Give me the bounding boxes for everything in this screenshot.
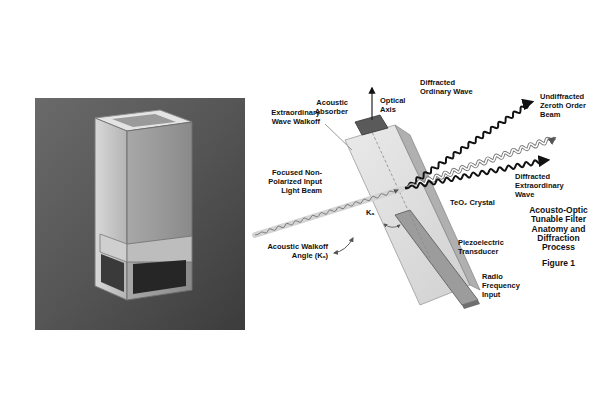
block-side [127, 122, 192, 300]
block-front [95, 118, 127, 300]
part-label: TeO₂ Crystal [450, 198, 510, 207]
part-label: Acoustic Walkoff Angle (Kₐ) [262, 242, 328, 260]
part-label: Piezoelectric Transducer [458, 238, 516, 256]
part-label: Optical Axis [380, 96, 414, 114]
input-beam-glow [255, 189, 402, 235]
transducer-edge [462, 300, 480, 309]
part-label: Diffracted Extraordinary Wave [515, 172, 577, 199]
part-label: Diffracted Ordinary Wave [420, 78, 484, 96]
walkoff-angle-arrow [334, 238, 353, 253]
ka-angle-arc [384, 224, 400, 227]
block-opening [133, 260, 186, 294]
figure-caption: Figure 1 [521, 259, 596, 268]
part-label: Radio Frequency Input [482, 272, 530, 299]
walkoff-leader [325, 124, 352, 150]
part-label: Extraordinary Wave Walkoff [252, 108, 320, 126]
input-light-beam [255, 190, 398, 235]
block-opening-front [101, 254, 124, 292]
part-label: Focused Non-Polarized Input Light Beam [248, 168, 322, 195]
diffracted-ordinary-wave [405, 102, 532, 188]
part-label: Undiffracted Zeroth Order Beam [540, 92, 596, 119]
block-ledge-side [127, 236, 192, 262]
piezoelectric-transducer [395, 210, 478, 305]
part-label: Kₐ [366, 208, 382, 217]
figure-caption: Acousto-Optic Tunable Filter Anatomy and… [521, 206, 596, 253]
optical-axis-arrow [371, 88, 372, 120]
photo-ground [35, 98, 245, 330]
